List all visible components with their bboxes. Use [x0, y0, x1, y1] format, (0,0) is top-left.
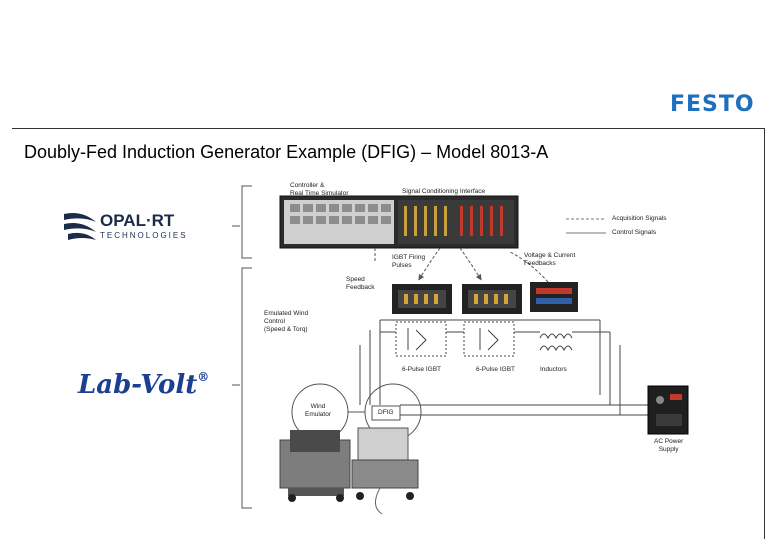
- controller-label: Controller & Real Time Simulator: [290, 182, 349, 197]
- title-frame: [12, 128, 765, 539]
- inductor-module: [530, 282, 578, 312]
- page-title: Doubly-Fed Induction Generator Example (…: [24, 142, 549, 162]
- inductors-label: Inductors: [540, 366, 567, 373]
- legend-acquisition-label: Acquisition Signals: [612, 215, 667, 222]
- igbt-module-1: [392, 284, 452, 314]
- voltage-current-arrow: [509, 251, 549, 283]
- igbt-module-2: [462, 284, 522, 314]
- igbt-1-label: 6-Pulse IGBT: [402, 366, 442, 373]
- real-time-simulator-rack: [279, 195, 519, 249]
- speed-feedback-label: Speed Feedback: [346, 276, 375, 291]
- dfig-label-box: [371, 405, 401, 421]
- labvolt-logo: Lab-Volt®: [78, 370, 209, 400]
- labvolt-bracket: [241, 267, 252, 509]
- igbt-2-label: 6-Pulse IGBT: [476, 366, 516, 373]
- festo-logo: FESTO: [670, 92, 755, 117]
- ac-power-label: AC Power Supply: [654, 438, 684, 453]
- opal-rt-logo-mark: OPAL·RT TECHNOLOGIES: [64, 211, 188, 240]
- emulated-wind-label: Emulated Wind Control (Speed & Torq): [264, 310, 309, 333]
- dfig-machine: [351, 427, 419, 515]
- opal-rt-subtitle: TECHNOLOGIES: [100, 231, 188, 240]
- dfig-label: DFIG: [378, 409, 394, 416]
- igbt-firing-arrow-2: [459, 247, 482, 281]
- labvolt-wordmark: Lab-Volt: [78, 370, 198, 400]
- ac-power-supply-unit: [647, 385, 689, 435]
- voltage-current-label: Voltage & Current Feedbacks: [524, 252, 576, 267]
- wind-emulator-machine: [279, 430, 351, 502]
- legend-control-label: Control Signals: [612, 229, 657, 236]
- power-circuit: [359, 319, 650, 416]
- opal-bracket: [241, 185, 252, 259]
- igbt-firing-label: IGBT Firing Pulses: [392, 254, 426, 269]
- labvolt-registered-mark: ®: [197, 370, 210, 384]
- opal-rt-logo: OPAL·RT TECHNOLOGIES: [62, 210, 202, 249]
- wind-emulator-label: Wind Emulator: [305, 403, 332, 418]
- signal-interface-label: Signal Conditioning Interface: [402, 188, 486, 195]
- opal-rt-wordmark: OPAL·RT: [100, 211, 175, 230]
